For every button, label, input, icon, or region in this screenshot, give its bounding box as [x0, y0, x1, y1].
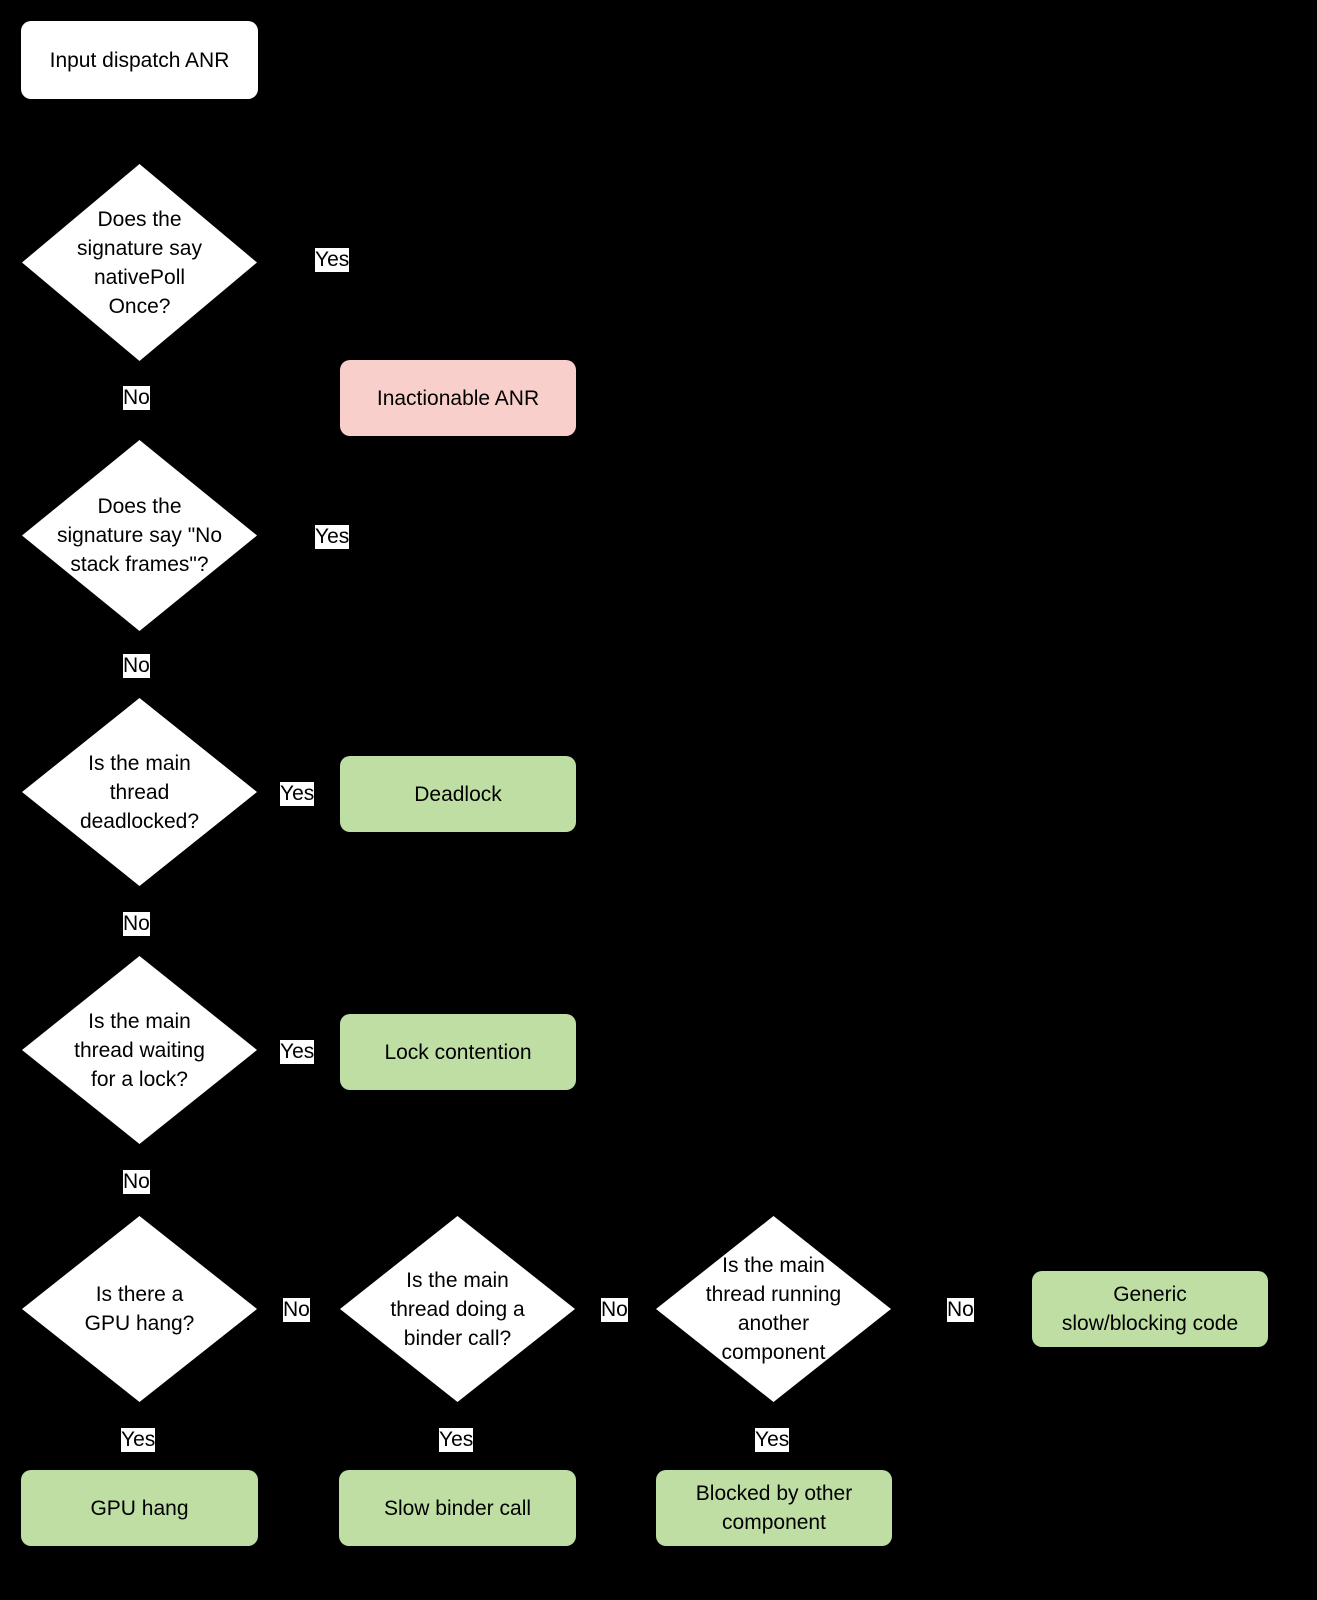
edge-label-d5-no: No — [283, 1298, 310, 1322]
edge-label-d4-no: No — [123, 1170, 150, 1194]
edge-label-d4-yes: Yes — [280, 1040, 315, 1064]
connector-d2-yes — [257, 535, 342, 537]
decision-main-thread-binder-call[interactable]: Is the main thread doing a binder call? — [340, 1216, 575, 1402]
node-slow-binder-call[interactable]: Slow binder call — [339, 1470, 576, 1546]
edge-label-d7-yes: Yes — [755, 1428, 790, 1452]
node-generic-slow-blocking-code[interactable]: Generic slow/blocking code — [1032, 1271, 1268, 1347]
edge-label-d3-no: No — [123, 912, 150, 936]
edge-label-d5-yes: Yes — [121, 1428, 156, 1452]
node-gpu-hang[interactable]: GPU hang — [21, 1470, 258, 1546]
diamond-shape — [22, 440, 257, 631]
edge-label-d6-yes: Yes — [439, 1428, 474, 1452]
edge-label-d7-no: No — [947, 1298, 974, 1322]
diamond-shape — [656, 1216, 891, 1402]
diamond-shape — [340, 1216, 575, 1402]
edge-label-d6-no: No — [601, 1298, 628, 1322]
edge-label-d3-yes: Yes — [280, 782, 315, 806]
decision-native-poll-once[interactable]: Does the signature say nativePoll Once? — [22, 164, 257, 361]
connector-d1-yes — [257, 262, 342, 264]
node-start-input-dispatch-anr[interactable]: Input dispatch ANR — [21, 21, 258, 99]
node-lock-contention[interactable]: Lock contention — [340, 1014, 576, 1090]
connector-start-to-d1 — [138, 98, 140, 164]
node-blocked-by-other-component[interactable]: Blocked by other component — [656, 1470, 892, 1546]
diamond-shape — [22, 164, 257, 361]
edge-label-d2-yes: Yes — [315, 525, 350, 549]
decision-gpu-hang[interactable]: Is there a GPU hang? — [22, 1216, 257, 1402]
diamond-shape — [22, 698, 257, 886]
decision-main-thread-waiting-for-lock[interactable]: Is the main thread waiting for a lock? — [22, 956, 257, 1144]
diamond-shape — [22, 1216, 257, 1402]
decision-main-thread-another-component[interactable]: Is the main thread running another compo… — [656, 1216, 891, 1402]
node-inactionable-anr[interactable]: Inactionable ANR — [340, 360, 576, 436]
diamond-shape — [22, 956, 257, 1144]
edge-label-d1-no: No — [123, 386, 150, 410]
edge-label-d2-no: No — [123, 654, 150, 678]
decision-main-thread-deadlocked[interactable]: Is the main thread deadlocked? — [22, 698, 257, 886]
edge-label-d1-yes: Yes — [315, 248, 350, 272]
decision-no-stack-frames[interactable]: Does the signature say "No stack frames"… — [22, 440, 257, 631]
node-deadlock[interactable]: Deadlock — [340, 756, 576, 832]
